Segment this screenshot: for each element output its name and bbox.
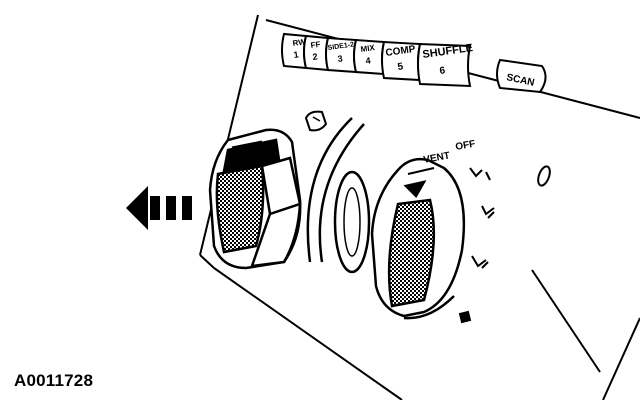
scan-button[interactable] — [496, 58, 547, 94]
figure-id: A0011728 — [14, 371, 94, 390]
preset-2-number: 2 — [312, 51, 318, 62]
left-knob[interactable] — [208, 128, 302, 270]
off-label: OFF — [455, 139, 477, 153]
floor-mode-icon — [471, 255, 489, 269]
preset-4-top-label: MIX — [360, 43, 376, 54]
panel-floor-mode-icon — [481, 205, 495, 219]
preset-6-number: 6 — [439, 65, 446, 77]
preset-5-top-label: COMP — [385, 44, 417, 59]
small-push-button[interactable] — [304, 110, 328, 132]
mode-selector-knob[interactable] — [370, 157, 466, 320]
preset-5-number: 5 — [397, 61, 404, 73]
preset-2-top-label: FF — [310, 40, 321, 50]
defrost-mode-icon — [458, 310, 472, 324]
vent-mode-icon — [469, 167, 491, 181]
arrow-left-icon — [126, 186, 192, 230]
curved-bezel — [306, 117, 365, 263]
center-dial-ring — [333, 170, 371, 274]
preset-1-top-label: RW — [292, 37, 307, 48]
preset-1-number: 1 — [293, 49, 299, 60]
small-oval-button[interactable] — [536, 165, 552, 187]
vent-label: VENT — [423, 150, 451, 165]
preset-buttons — [281, 32, 547, 94]
preset-button-6[interactable] — [417, 42, 472, 88]
preset-3-number: 3 — [337, 53, 343, 64]
preset-4-number: 4 — [365, 55, 371, 66]
preset-3-top-label: SIDE1-2 — [327, 41, 354, 52]
